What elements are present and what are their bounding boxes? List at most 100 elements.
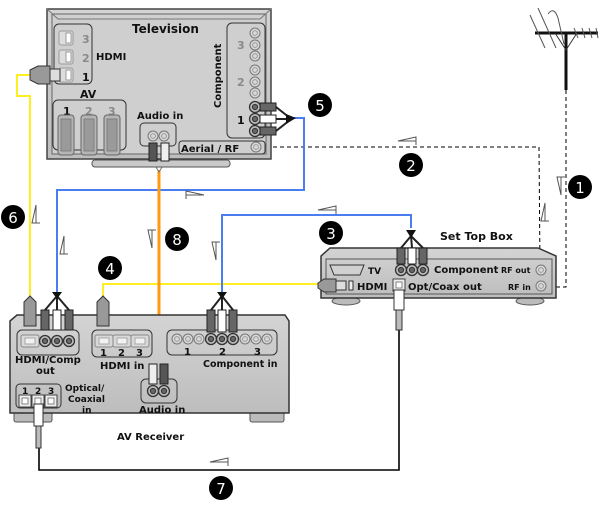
receiver-optical-label-3: in — [82, 406, 92, 416]
badge-1: 1 — [568, 175, 592, 199]
stb-body — [320, 247, 557, 299]
arrow-right-component-tv — [185, 190, 205, 200]
receiver-optical-label-2: Coaxial — [68, 395, 105, 405]
receiver-hdmi-out-port[interactable] — [20, 334, 40, 348]
svg-text:6: 6 — [8, 209, 18, 227]
receiver-comp-in-2-pb[interactable] — [215, 332, 229, 346]
stb-optical-plug — [393, 289, 405, 331]
arrow-down-component-stb — [211, 241, 221, 261]
receiver-title: AV Receiver — [117, 432, 184, 443]
tv-hdmi-num-1: 1 — [82, 71, 90, 84]
receiver-comp-in-2-y[interactable] — [204, 332, 218, 346]
receiver-hdmi-in-3[interactable] — [130, 334, 150, 348]
stb-rf-in-label: RF in — [508, 283, 531, 292]
flow-arrows — [31, 136, 566, 467]
receiver-audio-plugs — [148, 363, 169, 385]
tv-av-label: AV — [80, 88, 97, 101]
stb-component-pb[interactable] — [405, 263, 419, 277]
receiver-hdmi-in-1[interactable] — [94, 334, 114, 348]
receiver-audio-in-left[interactable] — [146, 384, 160, 398]
arrow-down-antenna — [556, 176, 566, 196]
tv-scart-3[interactable] — [103, 114, 121, 156]
badge-3: 3 — [319, 221, 343, 245]
stb-opt-coax-port[interactable] — [392, 278, 406, 292]
tv-scart-2[interactable] — [80, 114, 98, 156]
stb-opt-coax-label: Opt/Coax out — [408, 282, 482, 293]
stb-hdmi-port[interactable] — [348, 280, 354, 291]
receiver-optical-label-1: Optical/ — [65, 384, 105, 394]
badge-8: 8 — [165, 227, 189, 251]
receiver-hdmi-in-num-2: 2 — [118, 348, 125, 359]
receiver-comp-out-pb[interactable] — [50, 334, 64, 348]
receiver-optical-1[interactable] — [18, 394, 32, 408]
receiver-hdmi-comp-out-label-2: out — [36, 366, 55, 377]
receiver-out-plugs — [23, 292, 74, 331]
receiver-hdmi-comp-out-label-1: HDMI/Comp — [15, 355, 81, 366]
receiver-comp-in-num-3: 3 — [254, 347, 261, 358]
stb-scart-port[interactable] — [329, 264, 365, 276]
stb-rf-in-port[interactable] — [535, 280, 547, 292]
tv-audio-port-right[interactable] — [158, 130, 170, 142]
stb-rf-out-label: RF out — [501, 266, 531, 275]
badge-7: 7 — [209, 476, 233, 500]
tv-audio-plugs — [148, 142, 170, 162]
television: Television 3 2 1 HDMI AV 1 2 3 Audio in … — [29, 8, 296, 168]
arrow-up-rf-out — [540, 202, 550, 222]
receiver-audio-in-right[interactable] — [157, 384, 171, 398]
tv-component-1-pb[interactable] — [248, 112, 262, 126]
receiver-hdmi-in-2[interactable] — [112, 334, 132, 348]
receiver-hdmi-in-label: HDMI in — [100, 361, 144, 372]
tv-hdmi-port-2[interactable] — [58, 49, 74, 65]
receiver-comp-out-pr[interactable] — [62, 334, 76, 348]
tv-av-num-2: 2 — [85, 105, 93, 118]
badge-6: 6 — [1, 205, 25, 229]
receiver-comp-out-y[interactable] — [38, 334, 52, 348]
tv-component-num-1: 1 — [237, 114, 245, 127]
receiver-hdmi-in-num-1: 1 — [100, 348, 107, 359]
badge-2: 2 — [399, 153, 423, 177]
tv-component-plugs — [259, 102, 296, 136]
badge-4: 4 — [98, 256, 122, 280]
receiver-audio-in-label: Audio in — [139, 405, 185, 416]
stb-component-plugs — [396, 230, 428, 265]
component-cable-stb — [221, 214, 412, 294]
stb-component-pr[interactable] — [416, 263, 430, 277]
tv-component-1-y[interactable] — [248, 100, 262, 114]
svg-text:3: 3 — [326, 225, 336, 243]
stb-hdmi-label: HDMI — [357, 282, 387, 293]
receiver-comp-in-plugs — [206, 292, 238, 333]
stb-rf-out-port[interactable] — [535, 264, 547, 276]
tv-component-1-pr[interactable] — [248, 124, 262, 138]
tv-av-num-1: 1 — [63, 105, 71, 118]
receiver-comp-in-num-2: 2 — [219, 347, 226, 358]
tv-component-num-3: 3 — [237, 39, 245, 52]
component-cable-tv — [56, 117, 305, 294]
arrow-down-audio — [147, 229, 157, 249]
svg-text:4: 4 — [105, 260, 115, 278]
tv-scart-1[interactable] — [57, 114, 75, 156]
svg-text:5: 5 — [315, 97, 325, 115]
stb-component-y[interactable] — [394, 263, 408, 277]
receiver-comp-in-label: Component in — [203, 359, 278, 370]
av-receiver: AV Receiver HDMI/Comp out 1 2 3 HDMI in — [9, 292, 290, 449]
receiver-optical-3[interactable] — [44, 394, 58, 408]
receiver-optical-num-1: 1 — [22, 387, 28, 397]
receiver-comp-in-2-pr[interactable] — [226, 332, 240, 346]
receiver-hdmi-in-num-3: 3 — [136, 348, 143, 359]
receiver-hdmi-in-plug — [96, 295, 110, 327]
tv-aerial-port[interactable] — [250, 141, 262, 153]
set-top-box: Set Top Box TV HDMI Component RF out — [317, 230, 557, 331]
stb-title: Set Top Box — [440, 230, 513, 243]
hdmi-cable-stb — [102, 283, 320, 302]
svg-text:1: 1 — [575, 179, 585, 197]
tv-hdmi-port-3[interactable] — [58, 30, 74, 46]
tv-hdmi-port-1[interactable] — [58, 67, 74, 83]
arrow-left-rf — [397, 136, 417, 146]
receiver-comp-in-num-1: 1 — [184, 347, 191, 358]
badge-5: 5 — [308, 93, 332, 117]
tv-hdmi-num-3: 3 — [82, 33, 90, 46]
tv-audio-port-left[interactable] — [147, 130, 159, 142]
svg-text:7: 7 — [216, 480, 226, 498]
stb-component-label: Component — [434, 265, 499, 276]
